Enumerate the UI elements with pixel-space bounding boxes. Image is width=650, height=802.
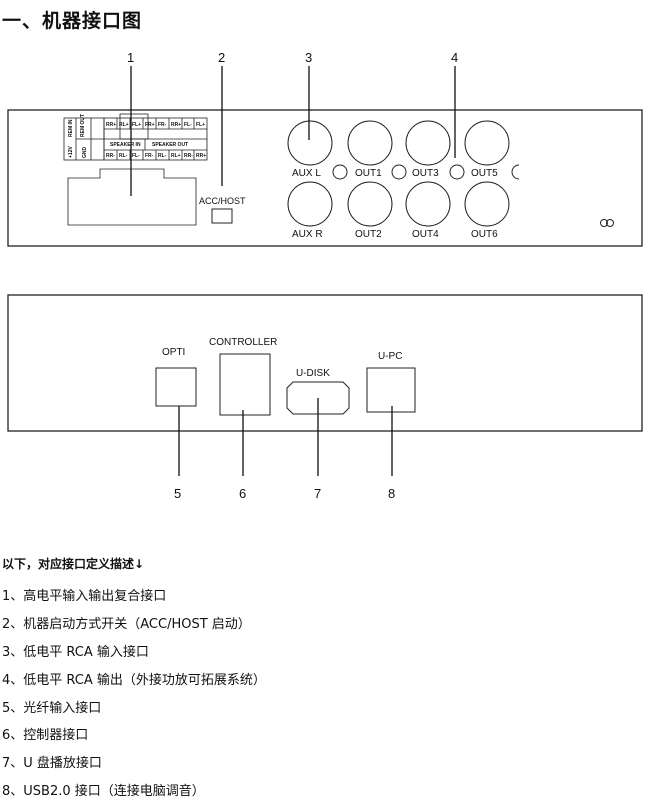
definitions-heading: 以下，对应接口定义描述↓	[2, 557, 145, 571]
speaker-in-label: SPEAKER IN	[110, 142, 141, 148]
connector-label-rem-in: REM IN	[68, 119, 74, 137]
callout-2: 2	[218, 50, 225, 65]
rear-panel	[7, 109, 643, 247]
pin-label: FL+	[132, 122, 141, 128]
definition-item: 7、U 盘播放接口	[2, 756, 102, 771]
speaker-out-label: SPEAKER OUT	[152, 142, 188, 148]
pin-label: RR+	[106, 122, 116, 128]
pin-label: FL+	[196, 122, 205, 128]
callouts-top	[130, 66, 456, 196]
rca-label-out4: OUT4	[412, 229, 439, 240]
pin-label: RL+	[119, 122, 129, 128]
rca-jacks	[287, 120, 614, 227]
rca-jack-aux-r	[287, 181, 333, 227]
led-indicator	[391, 164, 407, 180]
definition-item: 6、控制器接口	[2, 728, 89, 743]
rca-jack-out1	[347, 120, 393, 166]
udisk-port	[286, 381, 350, 415]
callout-6: 6	[239, 486, 246, 501]
definition-item: 2、机器启动方式开关（ACC/HOST 启动）	[2, 617, 251, 632]
rca-label-aux-r: AUX R	[292, 229, 323, 240]
mount-hole	[600, 219, 608, 227]
front-panel	[7, 294, 643, 432]
opti-label: OPTI	[162, 347, 185, 358]
pin-label: RR+	[196, 153, 206, 159]
udisk-label: U-DISK	[296, 368, 330, 379]
rca-label-aux-l: AUX L	[292, 168, 321, 179]
page-title: 一、机器接口图	[2, 10, 143, 32]
acc-host-label: ACC/HOST	[199, 196, 246, 206]
definition-item: 1、高电平输入输出复合接口	[2, 589, 167, 604]
definition-item: 8、USB2.0 接口（连接电脑调音）	[2, 784, 205, 799]
led-indicator	[332, 164, 348, 180]
upc-port	[366, 367, 416, 413]
callout-1: 1	[127, 50, 134, 65]
connector-label-gnd: GND	[82, 147, 88, 159]
pin-label: RL-	[119, 153, 128, 159]
rca-label-out1: OUT1	[355, 168, 382, 179]
pin-label: RL+	[171, 153, 181, 159]
led-indicator	[511, 164, 520, 180]
rca-label-out3: OUT3	[412, 168, 439, 179]
callouts-bottom	[178, 398, 393, 476]
rca-label-out6: OUT6	[471, 229, 498, 240]
speaker-connector-labels: +12V REM IN REM OUT GND RR+ RL+ FL+ FR+ …	[68, 114, 206, 159]
definition-item: 4、低电平 RCA 输出（外接功放可拓展系统）	[2, 673, 266, 688]
connector-label-rem-out: REM OUT	[80, 114, 86, 137]
callout-4: 4	[451, 50, 458, 65]
acc-host-switch	[211, 208, 233, 224]
rca-jack-out5	[464, 120, 510, 166]
interface-diagram: +12V REM IN REM OUT GND RR+ RL+ FL+ FR+ …	[7, 50, 643, 501]
pin-label: FR+	[145, 122, 155, 128]
pin-label: RR-	[106, 153, 115, 159]
definition-item: 3、低电平 RCA 输入接口	[2, 645, 149, 660]
connector-label-12v: +12V	[68, 146, 74, 158]
rca-label-out5: OUT5	[471, 168, 498, 179]
pin-label: FR-	[158, 122, 167, 128]
mount-hole	[606, 219, 614, 227]
rca-jack-aux-l	[287, 120, 333, 166]
rca-jack-out6	[464, 181, 510, 227]
rca-labels: AUX L OUT1 OUT3 OUT5 AUX R OUT2 OUT4 OUT…	[292, 168, 498, 240]
callout-3: 3	[305, 50, 312, 65]
callout-5: 5	[174, 486, 181, 501]
rca-jack-out3	[405, 120, 451, 166]
controller-label: CONTROLLER	[209, 337, 277, 348]
opti-port	[155, 367, 197, 407]
pin-label: RR+	[171, 122, 181, 128]
upc-label: U-PC	[378, 351, 402, 362]
definition-item: 5、光纤输入接口	[2, 701, 102, 716]
pin-label: FR-	[145, 153, 154, 159]
controller-port	[219, 353, 271, 416]
pin-label: FL-	[184, 122, 192, 128]
rca-label-out2: OUT2	[355, 229, 382, 240]
callout-7: 7	[314, 486, 321, 501]
pin-label: RR-	[184, 153, 193, 159]
led-indicator	[449, 164, 465, 180]
rca-jack-out4	[405, 181, 451, 227]
speaker-connector	[63, 113, 208, 226]
pin-label: FL-	[132, 153, 140, 159]
pin-label: RL-	[158, 153, 167, 159]
callout-8: 8	[388, 486, 395, 501]
rca-jack-out2	[347, 181, 393, 227]
